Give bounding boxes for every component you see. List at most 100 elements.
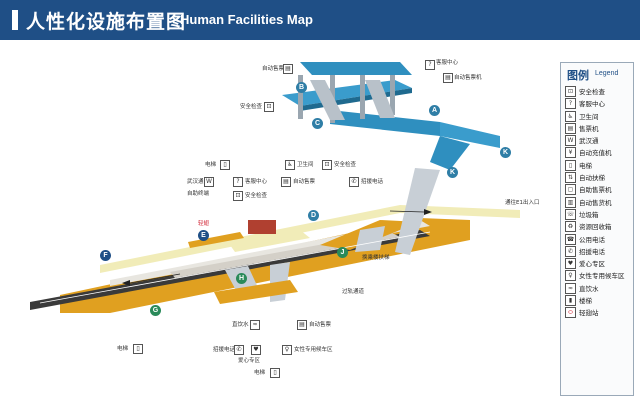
exit-h-marker[interactable]: H — [236, 273, 247, 284]
legend-item: ▥自动售货机 — [565, 196, 631, 208]
legend-item: ▯电梯 — [565, 159, 631, 171]
legend-title-english: Legend — [595, 70, 619, 77]
ticket-icon: ▤ — [443, 73, 453, 83]
elevator-icon: ▯ — [133, 344, 143, 354]
label-security-mid: 安全检查 — [334, 162, 357, 168]
page-title-english: Human Facilities Map — [180, 12, 313, 27]
security-icon: ⊡ — [264, 102, 274, 112]
legend-item: ♀女性专用候车区 — [565, 269, 631, 282]
legend-item: ♥爱心专区 — [565, 257, 631, 270]
label-crossing: 过轨通道 — [342, 289, 365, 295]
label-elevator-low: 电梯 — [117, 346, 129, 352]
label-emergency-phone-low: 招援电话 — [213, 347, 236, 353]
wuhantong-icon: W — [565, 135, 576, 147]
legend-title: 图例 — [567, 69, 589, 82]
label-ticket-low: 自动售票 — [309, 322, 332, 328]
legend-item: ☎公用电话 — [565, 233, 605, 245]
label-east-exit: 通往E1出入口 — [505, 200, 540, 206]
exit-c-marker[interactable]: C — [312, 118, 323, 129]
info-icon: ? — [565, 98, 576, 110]
label-elevator-left: 电梯 — [205, 162, 217, 168]
exit-k-marker[interactable]: K — [500, 147, 511, 158]
upper-concourse — [282, 62, 500, 170]
water-icon: ≈ — [250, 320, 260, 330]
label-emergency-phone-mid: 招援电话 — [361, 179, 384, 185]
label-elevator-bottom: 电梯 — [254, 370, 266, 376]
station-map: B C A K K D E F G H J ? 客服中心 ▤ 自动售票机 自动售… — [0, 40, 555, 401]
heart-icon: ♥ — [251, 345, 261, 355]
station-oval-icon: ⬭ — [565, 307, 576, 319]
label-ticket-machine-top: 自动售票机 — [454, 75, 482, 81]
info-icon: ? — [425, 60, 435, 70]
label-security-c: 安全检查 — [240, 104, 263, 110]
track-line — [39, 231, 431, 304]
legend-item: ▢自助售票机 — [565, 183, 631, 196]
legend-item: ≈直饮水 — [565, 282, 631, 294]
ticket-icon: ▤ — [281, 177, 291, 187]
trash-icon: ☏ — [565, 208, 576, 220]
exit-e-marker[interactable]: E — [198, 230, 209, 241]
recycle-icon: ♻ — [565, 221, 576, 233]
header-bar: 人性化设施布置图 Human Facilities Map — [0, 0, 640, 40]
restroom-icon: ♿ — [285, 160, 295, 170]
legend-item: ?客服中心 — [565, 97, 631, 110]
legend-item: ⇅自动扶梯 — [565, 171, 631, 184]
emergency-phone-icon: ✆ — [565, 245, 576, 257]
wuhantong-icon: W — [204, 177, 214, 187]
label-drinking: 直饮水 — [232, 322, 249, 328]
label-service-center-mid: 客服中心 — [245, 179, 268, 185]
legend-item: ¥自动充值机 — [565, 146, 631, 159]
legend-item: ⬭轻翅站 — [565, 306, 631, 319]
recharge-icon: ¥ — [565, 147, 576, 159]
direction-arrow-east — [424, 209, 432, 215]
ticket-icon: ▤ — [565, 122, 576, 134]
elevator-icon: ▯ — [565, 159, 576, 171]
legend-item: ▮楼梯 — [565, 294, 631, 307]
label-transfer: 换乘楼扶梯 — [362, 255, 390, 261]
label-burger: 武汉通 — [187, 179, 204, 185]
exit-d-marker[interactable]: D — [308, 210, 319, 221]
restroom-icon: ♿ — [565, 110, 576, 122]
women-icon: ♀ — [282, 345, 292, 355]
exit-a-marker[interactable]: A — [429, 105, 440, 116]
exit-j-marker[interactable]: J — [337, 247, 348, 258]
direction-arrow-west — [122, 280, 130, 286]
label-self-terminal: 自助终端 — [187, 191, 210, 197]
label-security-left: 安全检查 — [245, 193, 268, 199]
label-ticket-mid: 自动售票 — [293, 179, 316, 185]
legend-item: ☏垃圾箱 — [565, 208, 599, 220]
station-drawing — [30, 62, 520, 313]
legend-item: ⊡安全检查 — [565, 85, 631, 97]
escalator-icon: ⇅ — [565, 172, 576, 184]
info-icon: ? — [233, 177, 243, 187]
heart-icon: ♥ — [565, 258, 576, 270]
elevator-icon: ▯ — [270, 368, 280, 378]
exit-k2-marker[interactable]: K — [447, 167, 458, 178]
women-icon: ♀ — [565, 270, 576, 282]
security-icon: ⊡ — [565, 86, 576, 97]
legend-item: ♿卫生间 — [565, 110, 631, 122]
phone-icon: ✆ — [349, 177, 359, 187]
label-service-center-top: 客服中心 — [436, 60, 459, 66]
label-caring: 爱心专区 — [238, 358, 261, 364]
exit-g-marker[interactable]: G — [150, 305, 161, 316]
ticket-icon: ▤ — [283, 64, 293, 74]
legend-item: ♻资源回收箱 — [565, 220, 631, 233]
ticket-icon: ▤ — [297, 320, 307, 330]
phone-icon: ✆ — [234, 345, 244, 355]
label-ticket-machine-b: 自动售票 — [262, 66, 285, 72]
water-icon: ≈ — [565, 282, 576, 294]
public-phone-icon: ☎ — [565, 233, 576, 245]
exit-b-marker[interactable]: B — [296, 82, 307, 93]
header-accent — [12, 10, 18, 30]
label-women: 女性专用候车区 — [294, 347, 333, 353]
exit-f-marker[interactable]: F — [100, 250, 111, 261]
label-badge: 轻翅 — [198, 221, 210, 227]
legend-item: ▤售票机 — [565, 122, 631, 134]
security-icon: ⊡ — [322, 160, 332, 170]
stairs-icon: ▮ — [565, 295, 576, 307]
page-title: 人性化设施布置图 — [26, 11, 187, 33]
